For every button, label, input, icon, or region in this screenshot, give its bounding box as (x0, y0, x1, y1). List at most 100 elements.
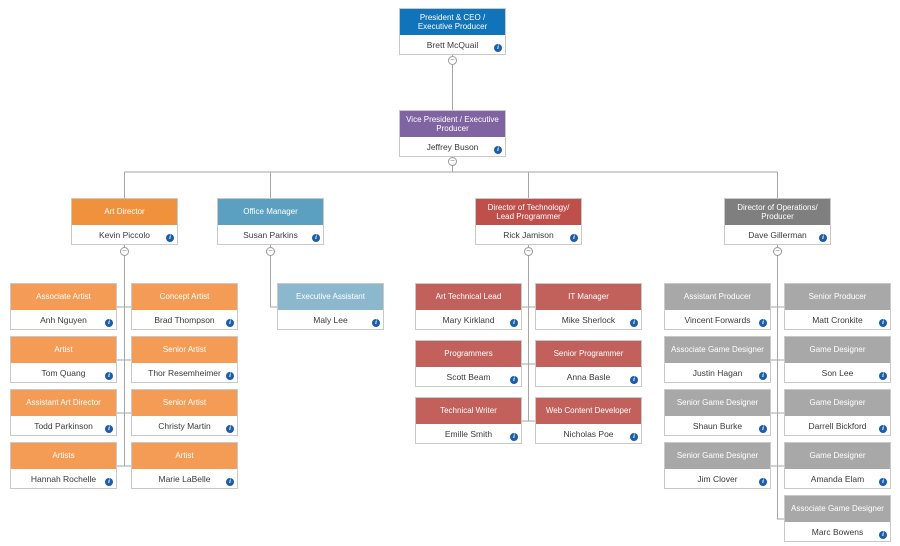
node-title: Artists (11, 443, 116, 469)
org-node-associate-artist[interactable]: Associate Artist Anh Nguyen i (10, 283, 117, 330)
org-node-senior-artist-2[interactable]: Senior Artist Christy Martin i (131, 389, 238, 436)
org-node-executive-assistant[interactable]: Executive Assistant Maly Lee i (277, 283, 384, 330)
info-icon[interactable]: i (510, 433, 518, 441)
info-icon[interactable]: i (879, 319, 887, 327)
info-icon[interactable]: i (879, 372, 887, 380)
node-title: Assistant Producer (665, 284, 770, 310)
info-icon[interactable]: i (510, 319, 518, 327)
node-title: Associate Artist (11, 284, 116, 310)
org-node-art-director[interactable]: Art Director Kevin Piccolo i (71, 198, 178, 245)
node-body: Matt Cronkite i (785, 310, 890, 329)
node-body: Nicholas Poe i (536, 424, 641, 443)
collapse-toggle-tech[interactable]: − (524, 247, 533, 256)
org-node-vice-president[interactable]: Vice President / Executive Producer Jeff… (399, 110, 506, 157)
node-person-name: Tom Quang (41, 367, 86, 378)
collapse-toggle-office[interactable]: − (266, 247, 275, 256)
info-icon[interactable]: i (372, 319, 380, 327)
info-icon[interactable]: i (166, 234, 174, 242)
org-node-director-operations[interactable]: Director of Operations/ Producer Dave Gi… (724, 198, 831, 245)
org-node-director-technology[interactable]: Director of Technology/ Lead Programmer … (475, 198, 582, 245)
org-node-senior-artist-1[interactable]: Senior Artist Thor Resemheimer i (131, 336, 238, 383)
org-node-associate-game-designer-2[interactable]: Associate Game Designer Marc Bowens i (784, 495, 891, 542)
info-icon[interactable]: i (226, 372, 234, 380)
info-icon[interactable]: i (226, 478, 234, 486)
node-title: Executive Assistant (278, 284, 383, 310)
node-title: Senior Game Designer (665, 443, 770, 469)
info-icon[interactable]: i (105, 372, 113, 380)
org-node-artist-2[interactable]: Artist Marie LaBelle i (131, 442, 238, 489)
info-icon[interactable]: i (494, 146, 502, 154)
node-title: Senior Artist (132, 337, 237, 363)
org-node-concept-artist[interactable]: Concept Artist Brad Thompson i (131, 283, 238, 330)
node-body: Mike Sherlock i (536, 310, 641, 329)
collapse-toggle-president[interactable]: − (448, 56, 457, 65)
info-icon[interactable]: i (570, 234, 578, 242)
node-person-name: Shaun Burke (692, 420, 743, 431)
collapse-toggle-vp[interactable]: − (448, 157, 457, 166)
info-icon[interactable]: i (759, 478, 767, 486)
org-node-associate-game-designer-1[interactable]: Associate Game Designer Justin Hagan i (664, 336, 771, 383)
org-node-office-manager[interactable]: Office Manager Susan Parkins i (217, 198, 324, 245)
org-node-game-designer-1[interactable]: Game Designer Son Lee i (784, 336, 891, 383)
node-title: Game Designer (785, 443, 890, 469)
node-title: Senior Programmer (536, 341, 641, 367)
node-title: IT Manager (536, 284, 641, 310)
info-icon[interactable]: i (819, 234, 827, 242)
info-icon[interactable]: i (630, 376, 638, 384)
node-body: Kevin Piccolo i (72, 225, 177, 244)
node-person-name: Christy Martin (158, 420, 211, 431)
node-body: Brett McQuail i (400, 35, 505, 54)
node-person-name: Maly Lee (313, 314, 348, 325)
collapse-toggle-art[interactable]: − (120, 247, 129, 256)
info-icon[interactable]: i (879, 478, 887, 486)
node-body: Rick Jamison i (476, 225, 581, 244)
node-body: Susan Parkins i (218, 225, 323, 244)
info-icon[interactable]: i (759, 372, 767, 380)
org-node-web-content-developer[interactable]: Web Content Developer Nicholas Poe i (535, 397, 642, 444)
node-person-name: Jeffrey Buson (426, 141, 479, 152)
node-title: Technical Writer (416, 398, 521, 424)
node-person-name: Son Lee (821, 367, 854, 378)
info-icon[interactable]: i (879, 531, 887, 539)
org-node-artists[interactable]: Artists Hannah Rochelle i (10, 442, 117, 489)
org-node-assistant-producer[interactable]: Assistant Producer Vincent Forwards i (664, 283, 771, 330)
org-node-programmers[interactable]: Programmers Scott Beam i (415, 340, 522, 387)
org-node-game-designer-2[interactable]: Game Designer Darrell Bickford i (784, 389, 891, 436)
info-icon[interactable]: i (226, 319, 234, 327)
org-node-senior-game-designer-2[interactable]: Senior Game Designer Jim Clover i (664, 442, 771, 489)
node-body: Thor Resemheimer i (132, 363, 237, 382)
org-node-game-designer-3[interactable]: Game Designer Amanda Elam i (784, 442, 891, 489)
org-node-technical-writer[interactable]: Technical Writer Emille Smith i (415, 397, 522, 444)
node-person-name: Darrell Bickford (808, 420, 867, 431)
org-node-it-manager[interactable]: IT Manager Mike Sherlock i (535, 283, 642, 330)
info-icon[interactable]: i (105, 478, 113, 486)
node-person-name: Nicholas Poe (563, 428, 614, 439)
info-icon[interactable]: i (879, 425, 887, 433)
org-node-assistant-art-director[interactable]: Assistant Art Director Todd Parkinson i (10, 389, 117, 436)
info-icon[interactable]: i (312, 234, 320, 242)
org-node-artist[interactable]: Artist Tom Quang i (10, 336, 117, 383)
node-person-name: Amanda Elam (810, 473, 865, 484)
node-title: Director of Operations/ Producer (725, 199, 830, 225)
node-title: Assistant Art Director (11, 390, 116, 416)
node-body: Todd Parkinson i (11, 416, 116, 435)
node-title: Vice President / Executive Producer (400, 111, 505, 137)
org-node-art-technical-lead[interactable]: Art Technical Lead Mary Kirkland i (415, 283, 522, 330)
node-body: Brad Thompson i (132, 310, 237, 329)
info-icon[interactable]: i (510, 376, 518, 384)
info-icon[interactable]: i (226, 425, 234, 433)
collapse-toggle-ops[interactable]: − (773, 247, 782, 256)
org-node-president[interactable]: President & CEO / Executive Producer Bre… (399, 8, 506, 55)
org-node-senior-producer[interactable]: Senior Producer Matt Cronkite i (784, 283, 891, 330)
node-person-name: Susan Parkins (243, 229, 298, 240)
info-icon[interactable]: i (105, 319, 113, 327)
info-icon[interactable]: i (759, 425, 767, 433)
org-node-senior-game-designer-1[interactable]: Senior Game Designer Shaun Burke i (664, 389, 771, 436)
info-icon[interactable]: i (105, 425, 113, 433)
info-icon[interactable]: i (494, 44, 502, 52)
info-icon[interactable]: i (759, 319, 767, 327)
info-icon[interactable]: i (630, 433, 638, 441)
org-node-senior-programmer[interactable]: Senior Programmer Anna Basle i (535, 340, 642, 387)
info-icon[interactable]: i (630, 319, 638, 327)
node-title: Office Manager (218, 199, 323, 225)
